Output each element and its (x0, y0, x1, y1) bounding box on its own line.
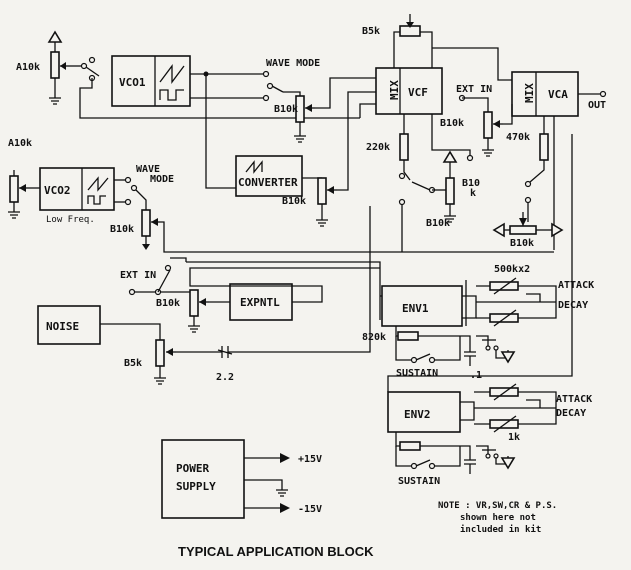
b10k-pot-vca (482, 104, 513, 157)
vcf-label: VCF (408, 86, 428, 99)
env1-attack-decay-pots (462, 277, 557, 327)
minus15-label: -15V (298, 504, 322, 515)
ext-in-label-1: EXT IN (456, 84, 492, 95)
vco1-range-switch (79, 56, 360, 119)
env2-block: ENV2 (387, 391, 461, 433)
power-supply-outputs (244, 453, 290, 513)
vco2-label: VCO2 (44, 184, 71, 197)
noise-label: NOISE (46, 320, 79, 333)
b10k-label-5: B10k (510, 238, 534, 249)
b5k-trimmer-vcf (393, 14, 433, 68)
vca-mix-label: MIX (523, 83, 536, 103)
decay-label-2: DECAY (556, 408, 586, 419)
cap-22-label: 2.2 (216, 372, 234, 383)
b10k-pot-expntl (188, 289, 230, 333)
wave-label: WAVE (136, 164, 160, 175)
vca-label: VCA (548, 88, 568, 101)
converter-label: CONVERTER (238, 176, 298, 189)
b10k-label-3: B10k (426, 218, 450, 229)
env1-label: ENV1 (402, 302, 429, 315)
b10k-label-6: B10k (110, 224, 134, 235)
b10k-label-2: B10k (282, 196, 306, 207)
converter-block: CONVERTER (235, 155, 303, 197)
power-label: POWER (176, 462, 209, 475)
env2-attack-decay-pots (460, 383, 557, 433)
note-line-3: included in kit (460, 524, 541, 535)
mode-label: MODE (150, 174, 174, 185)
expntl-block: EXPNTL (229, 283, 293, 321)
r1k-label: 1k (508, 432, 520, 443)
b10k-label-4: B10k (440, 118, 464, 129)
b5k-label: B5k (124, 358, 142, 369)
plus15-label: +15V (298, 454, 322, 465)
b5k-pot-noise (154, 339, 222, 385)
vcf-block: MIX VCF (375, 67, 443, 115)
a10k-label-2: A10k (8, 138, 32, 149)
vco2-block: VCO2 (39, 167, 115, 211)
supply-label: SUPPLY (176, 480, 216, 493)
r470k-label: 470k (506, 132, 530, 143)
a10k-pot-vco2 (8, 170, 40, 219)
env2-gate-cap (460, 445, 516, 474)
env2-label: ENV2 (404, 408, 431, 421)
sustain-label-1: SUSTAIN (396, 368, 438, 379)
b10k-label-1: B10k (274, 104, 298, 115)
expntl-label: EXPNTL (240, 296, 280, 309)
env1-gate-cap (460, 335, 516, 366)
b10k-pot-converter (316, 91, 376, 227)
b10k-label-7: B10k (156, 298, 180, 309)
out-label: OUT (588, 100, 606, 111)
vcf-mix-label: MIX (388, 80, 401, 100)
ext-in-label-2: EXT IN (120, 270, 156, 281)
b10k-pot-vcf (442, 150, 458, 223)
decay-label-1: DECAY (558, 300, 588, 311)
r500kx2-label: 500kx2 (494, 264, 530, 275)
note-line-1: NOTE : VR,SW,CR & P.S. (438, 501, 557, 511)
sustain-label-2: SUSTAIN (398, 476, 440, 487)
a10k-pot-vco1 (47, 30, 88, 105)
attack-label-1: ATTACK (558, 280, 594, 291)
low-freq-label: Low Freq. (46, 215, 95, 225)
b10k-vcf-k: k (470, 188, 476, 199)
wave-mode-label-1: WAVE MODE (266, 58, 320, 69)
b10k-vcf-label: B10 (462, 178, 480, 189)
b10k-pot-vca-horizontal (492, 212, 564, 238)
b10k-pot-vco1 (283, 77, 376, 143)
attack-label-2: ATTACK (556, 394, 592, 405)
note-line-2: shown here not (460, 513, 536, 523)
b5k-top-label: B5k (362, 26, 380, 37)
vco1-block: VCO1 (111, 55, 191, 107)
power-supply-block: POWER SUPPLY (161, 439, 245, 519)
vco1-label: VCO1 (119, 76, 146, 89)
vca-block: MIX VCA (511, 71, 579, 117)
r220k-label: 220k (366, 142, 390, 153)
diagram-title: TYPICAL APPLICATION BLOCK (178, 544, 374, 559)
noise-block: NOISE (37, 305, 101, 345)
env1-block: ENV1 (381, 285, 463, 327)
a10k-label-1: A10k (16, 62, 40, 73)
b10k-pot-vco2 (141, 209, 554, 253)
r820k-label: 820k (362, 332, 386, 343)
